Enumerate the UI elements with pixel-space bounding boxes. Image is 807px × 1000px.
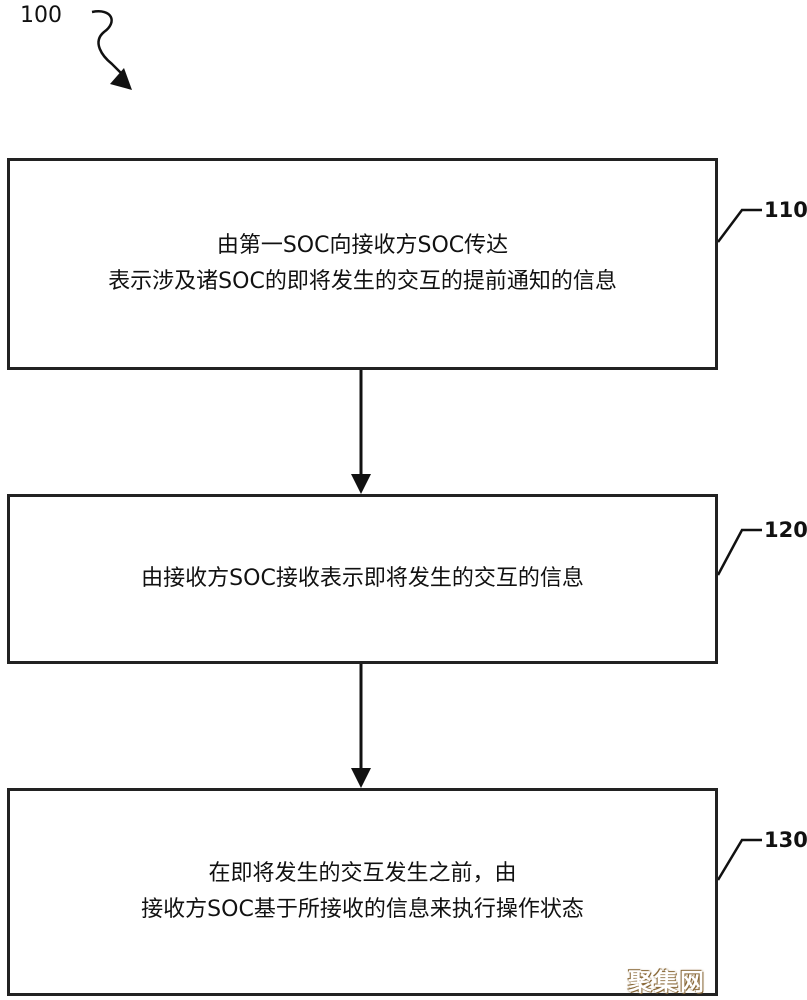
step-label-130: 130 — [764, 828, 807, 852]
step-130-line-2: 接收方SOC基于所接收的信息来执行操作状态 — [141, 897, 584, 922]
step-box-120: 由接收方SOC接收表示即将发生的交互的信息 — [7, 494, 718, 664]
step-130-line-1: 在即将发生的交互发生之前，由 — [208, 861, 517, 886]
arrowhead-120-to-130 — [351, 768, 371, 788]
leader-line-130 — [716, 838, 762, 881]
step-110-line-1: 由第一SOC向接收方SOC传达 — [216, 233, 509, 258]
figure-label: 100 — [20, 3, 62, 28]
step-label-120: 120 — [764, 518, 807, 542]
step-box-110: 由第一SOC向接收方SOC传达 表示涉及诸SOC的即将发生的交互的提前通知的信息 — [7, 158, 718, 370]
step-120-line-1: 由接收方SOC接收表示即将发生的交互的信息 — [141, 566, 584, 591]
arrowhead-110-to-120 — [351, 474, 371, 494]
watermark-logo: 聚集网 — [628, 968, 706, 996]
leader-line-110 — [717, 208, 762, 243]
step-box-130: 在即将发生的交互发生之前，由 接收方SOC基于所接收的信息来执行操作状态 — [7, 788, 718, 996]
leader-line-120 — [716, 528, 762, 576]
figure-pointer-arrowhead — [110, 68, 132, 90]
figure-pointer-curve — [91, 10, 123, 75]
step-110-line-2: 表示涉及诸SOC的即将发生的交互的提前通知的信息 — [108, 269, 617, 294]
step-label-110: 110 — [764, 198, 807, 222]
